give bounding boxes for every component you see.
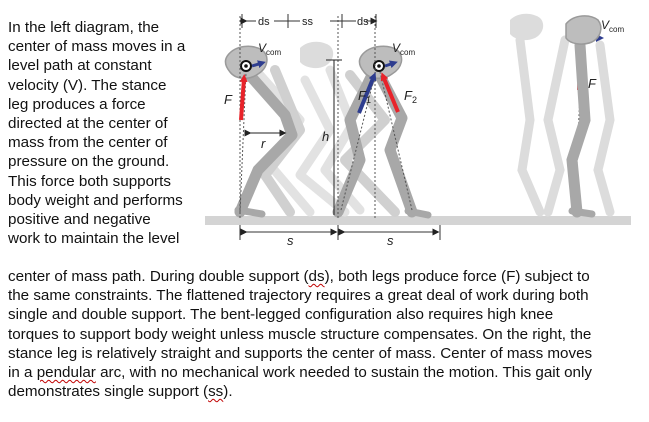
text-line: leg produces a force — [8, 95, 146, 113]
text-line: torques to support body weight unless mu… — [8, 325, 592, 343]
r-label: r — [261, 136, 266, 151]
ss-label: ss — [302, 16, 314, 28]
ds-label-left: ds — [258, 16, 270, 28]
text-line: level path at constant — [8, 57, 152, 75]
s-label-right: s — [387, 233, 394, 248]
f2-label: F2 — [404, 88, 417, 105]
spellcheck-word: ds — [308, 268, 325, 285]
text-line: center of mass moves in a — [8, 38, 186, 56]
text-line: velocity (V). The stance — [8, 76, 167, 94]
ground — [205, 216, 631, 225]
text-line: body weight and performs — [8, 191, 183, 209]
text-line: single and double support. The bent-legg… — [8, 306, 554, 324]
text-line: pressure on the ground. — [8, 153, 170, 171]
bent-leg-figures — [224, 41, 432, 219]
text-line: work to maintain the level — [8, 230, 180, 248]
spellcheck-word: pendular — [36, 364, 96, 382]
v-label-mid: Vcom — [392, 41, 415, 57]
text-line: demonstrates single support (ss). — [8, 383, 233, 401]
text-line: the same constraints. The flattened traj… — [8, 287, 589, 305]
text-line: In the left diagram, the — [8, 19, 160, 36]
v-label-right: Vcom — [601, 18, 624, 34]
text-line: stance leg is relatively straight and su… — [8, 344, 593, 362]
ds-label-right: ds — [357, 16, 369, 28]
stride-dimension — [239, 225, 441, 240]
v-label-left: Vcom — [258, 41, 281, 57]
text-line: directed at the center of — [8, 115, 168, 133]
text-line: This force both supports — [8, 172, 171, 190]
support-dimension — [240, 14, 378, 28]
text-line: mass from the center of — [8, 134, 168, 152]
f1-label: F1 — [358, 88, 371, 105]
h-label: h — [322, 129, 329, 144]
text-line: center of mass path. During double suppo… — [8, 268, 590, 285]
straight-leg-figure — [510, 13, 615, 218]
spellcheck-word: ss — [208, 383, 224, 401]
f-label-left: F — [224, 92, 233, 107]
text-line: in a pendular arc, with no mechanical wo… — [8, 364, 592, 382]
f-label-right: F — [588, 76, 597, 91]
left-description: In the left diagram, the center of mass … — [8, 18, 208, 248]
s-label-left: s — [287, 233, 294, 248]
bottom-description: center of mass path. During double suppo… — [8, 267, 643, 401]
text-line: positive and negative — [8, 211, 151, 229]
